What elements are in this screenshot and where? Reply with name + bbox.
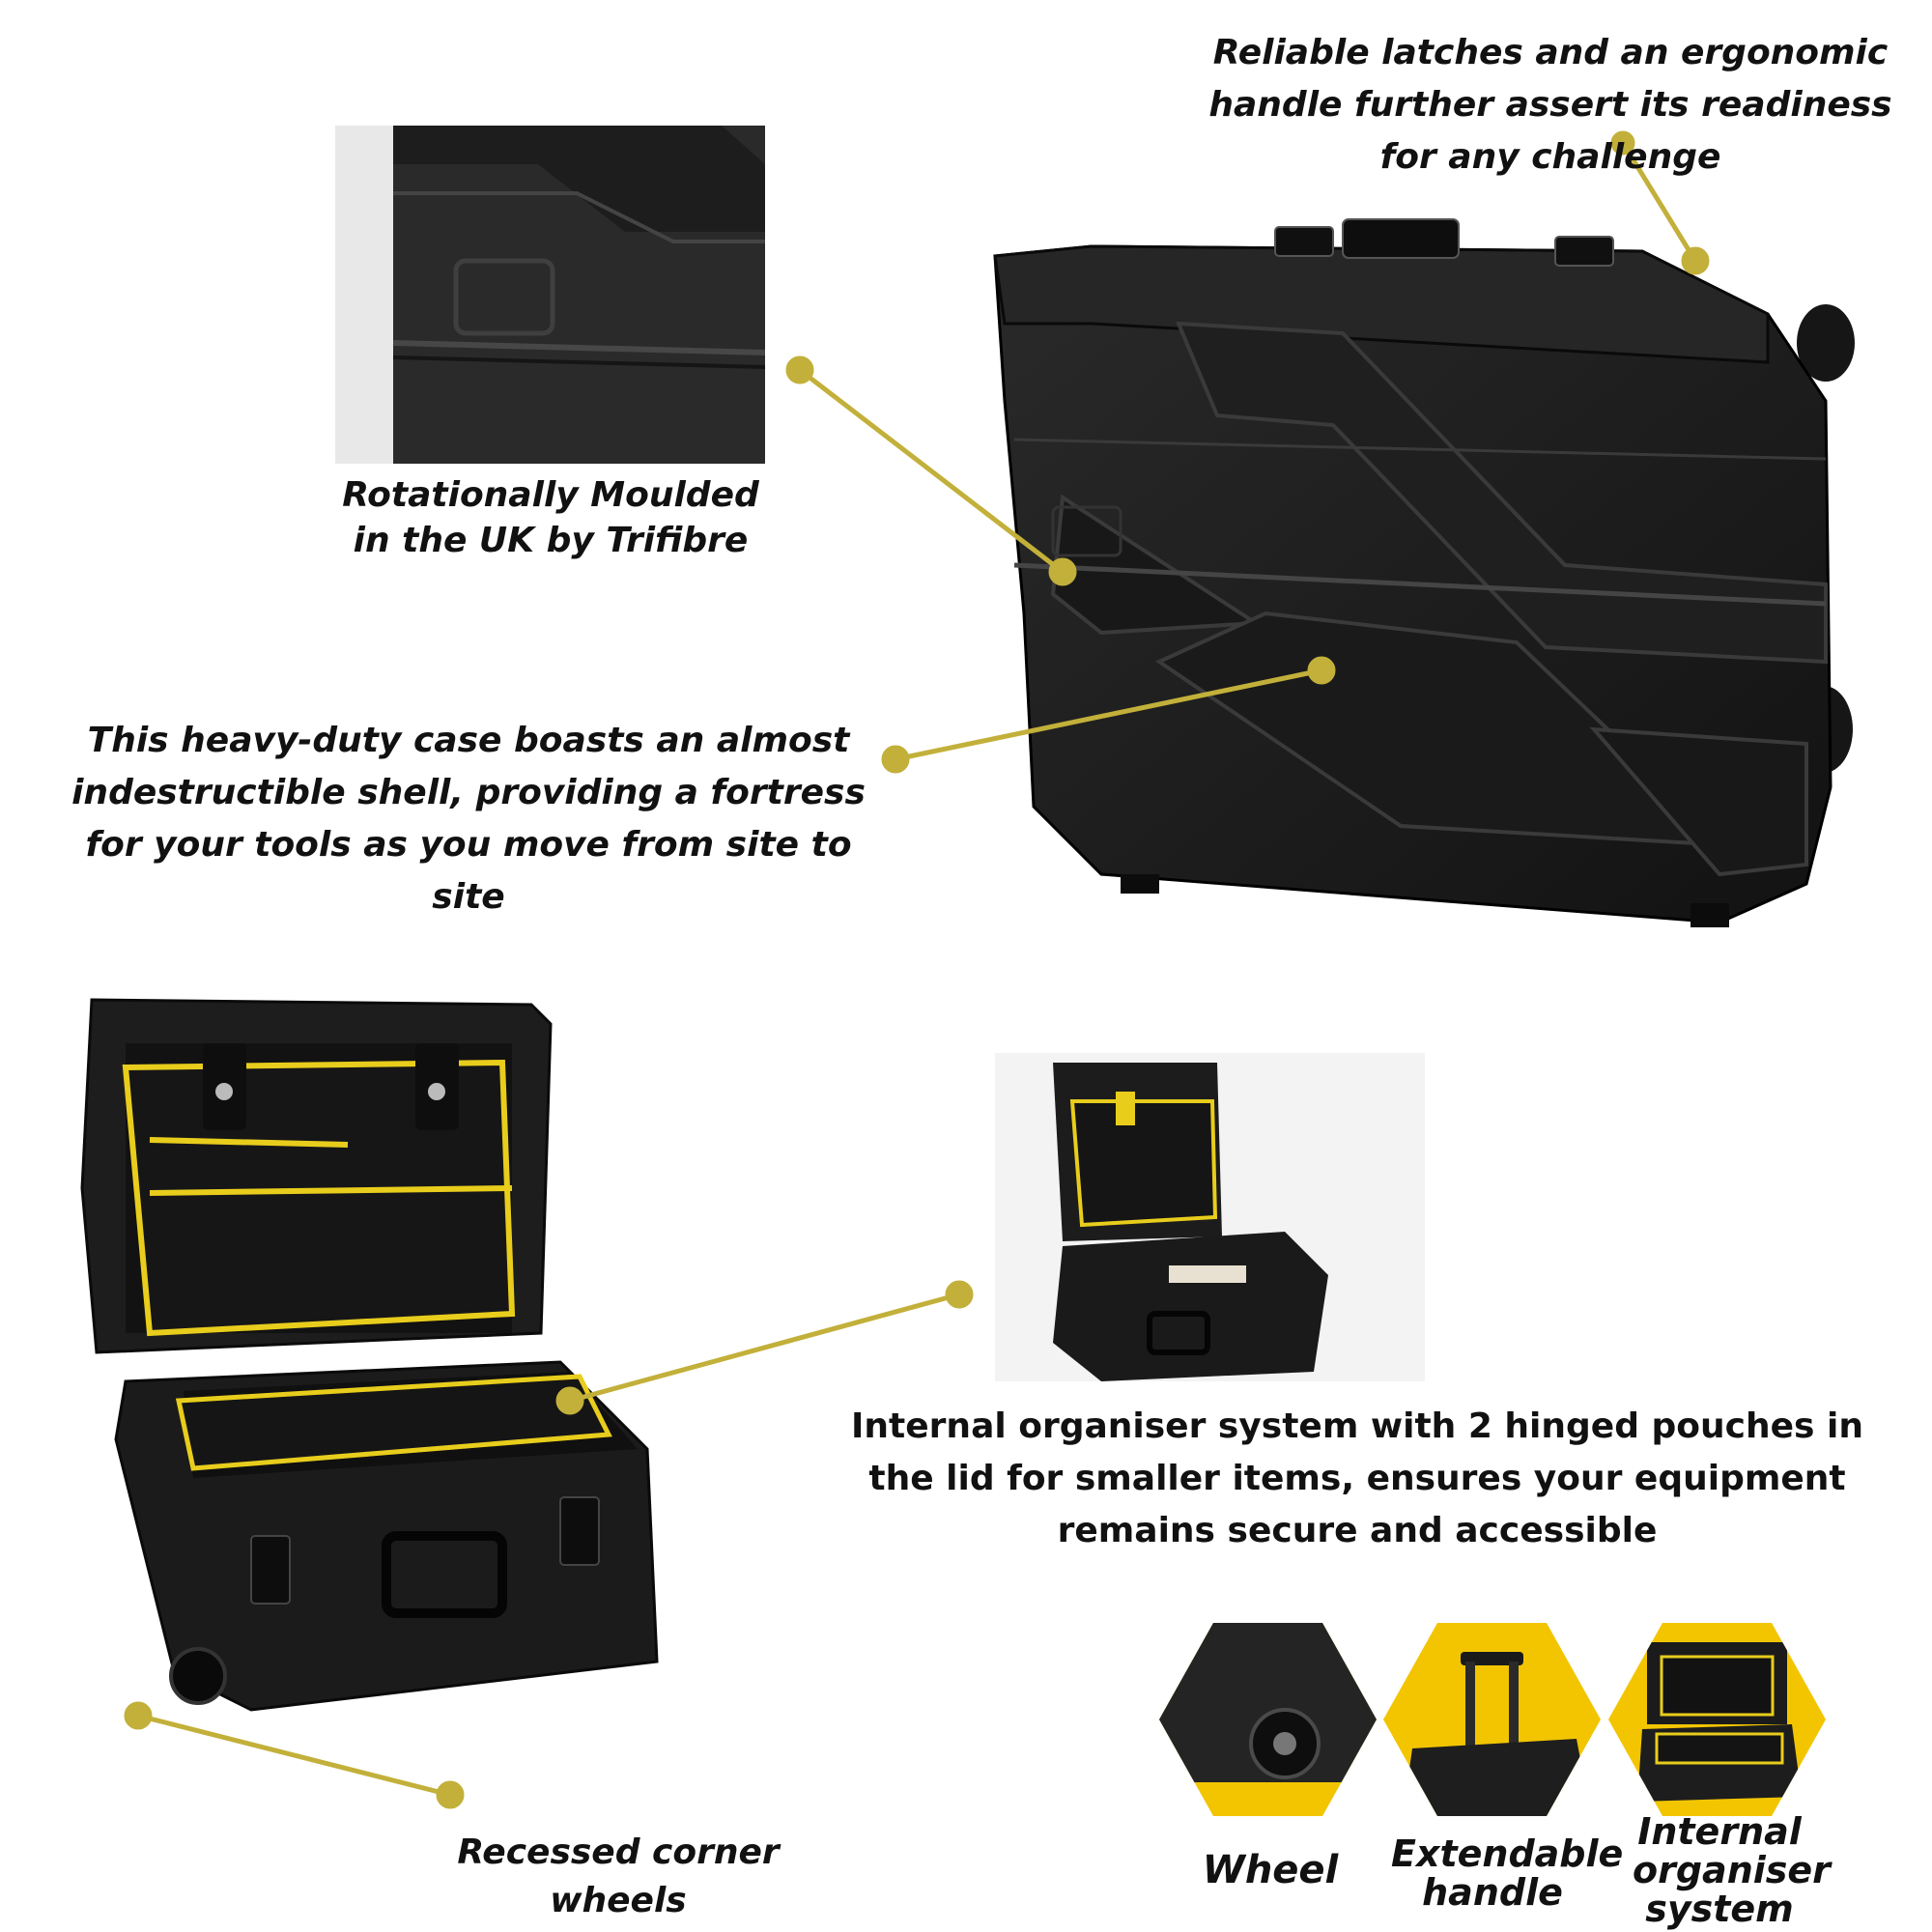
wheel-hexagon	[1159, 1623, 1377, 1816]
feature-label-wheel: Wheel	[1202, 1848, 1339, 1892]
feature-label-internal-organiser: Internal organiser system	[1633, 1810, 1831, 1930]
moulded-caption: Rotationally Moulded in the UK by Trifib…	[342, 475, 759, 560]
latches-caption: Reliable latches and an ergonomic handle…	[1208, 33, 1892, 177]
shell-caption: This heavy-duty case boasts an almost in…	[71, 721, 866, 917]
closed-case-photo	[976, 208, 1864, 971]
feature-label-extendable-handle: Extendable handle	[1391, 1833, 1624, 1914]
moulding-closeup-photo	[335, 126, 765, 464]
organiser-caption: Internal organiser system with 2 hinged …	[851, 1406, 1863, 1550]
open-case-photo	[58, 995, 807, 1729]
organiser-detail-photo	[995, 1053, 1425, 1381]
extendable-handle-hexagon	[1383, 1623, 1601, 1816]
organiser-hexagon	[1608, 1623, 1826, 1816]
wheels-caption: Recessed corner wheels	[457, 1833, 780, 1920]
